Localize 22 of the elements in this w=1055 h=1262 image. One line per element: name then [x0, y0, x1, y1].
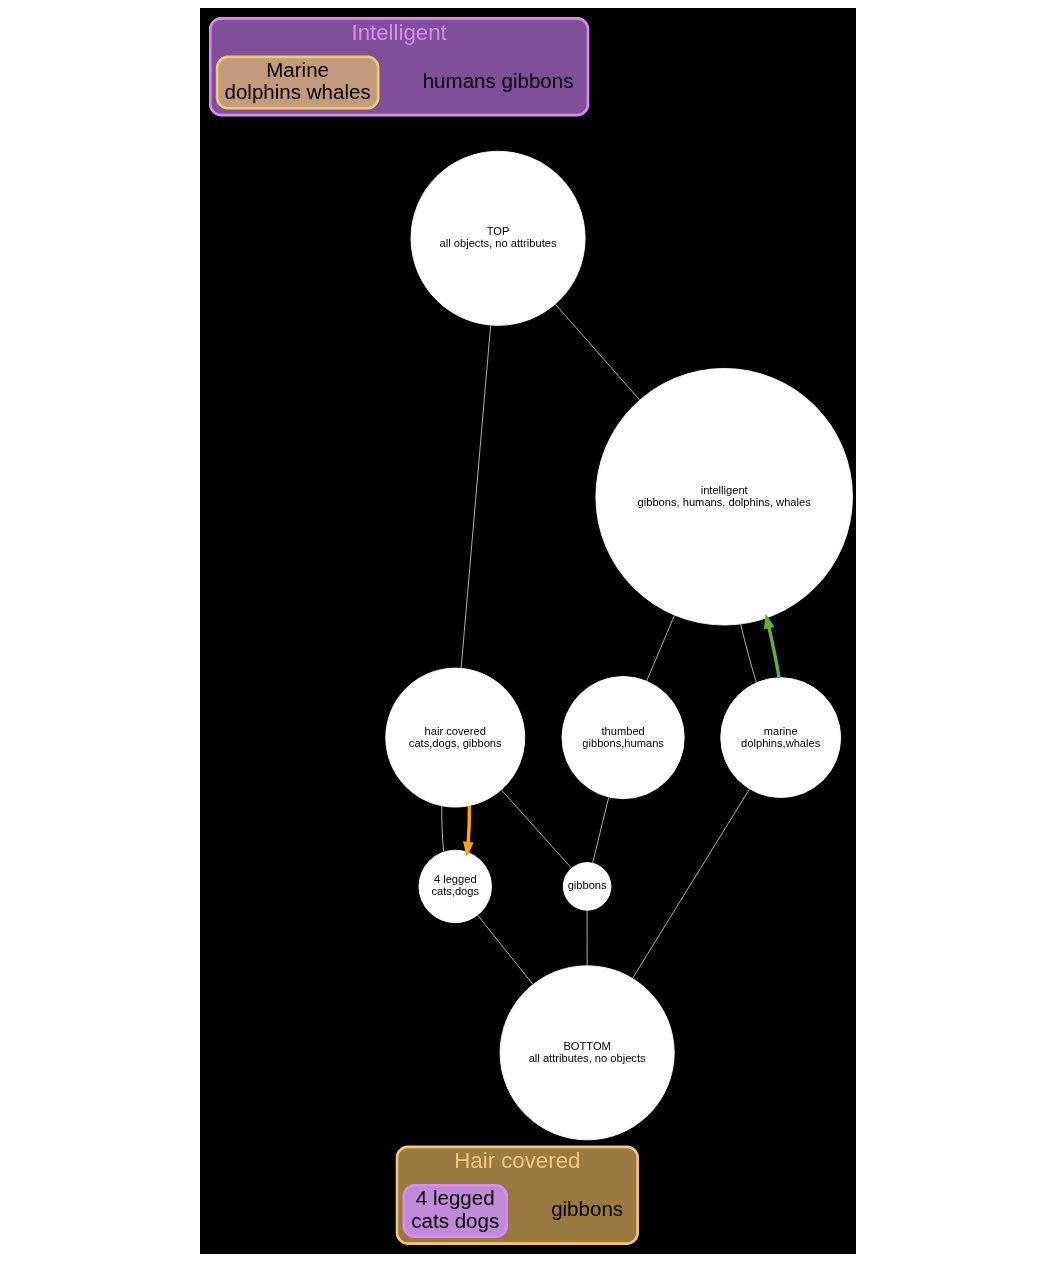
node-circle: BOTTOM all attributes, no objects: [499, 965, 675, 1141]
node-box: Marine dolphins whales: [215, 55, 379, 110]
node-box: 4 legged cats dogs: [402, 1184, 508, 1239]
node-circle: hair covered cats,dogs, gibbons: [384, 667, 525, 808]
connector: [645, 615, 675, 682]
node-circle: intelligent gibbons, humans, dolphins, whales: [594, 368, 853, 626]
connector: [440, 805, 444, 853]
connector: [476, 914, 533, 985]
arrow: [462, 806, 474, 858]
arrow: [763, 613, 781, 678]
connector: [591, 797, 609, 864]
node-circle: gibbons: [562, 862, 611, 911]
connector: [586, 910, 588, 966]
node-circle: thumbed gibbons,humans: [561, 676, 685, 800]
node-circle: 4 legged cats,dogs: [418, 849, 492, 924]
connector: [631, 788, 750, 979]
connector: [500, 789, 572, 869]
node-circle: marine dolphins,whales: [719, 677, 841, 798]
node-circle: TOP all objects, no attributes: [410, 150, 586, 326]
connector: [739, 623, 757, 684]
connector: [554, 303, 640, 401]
connector: [460, 324, 491, 669]
